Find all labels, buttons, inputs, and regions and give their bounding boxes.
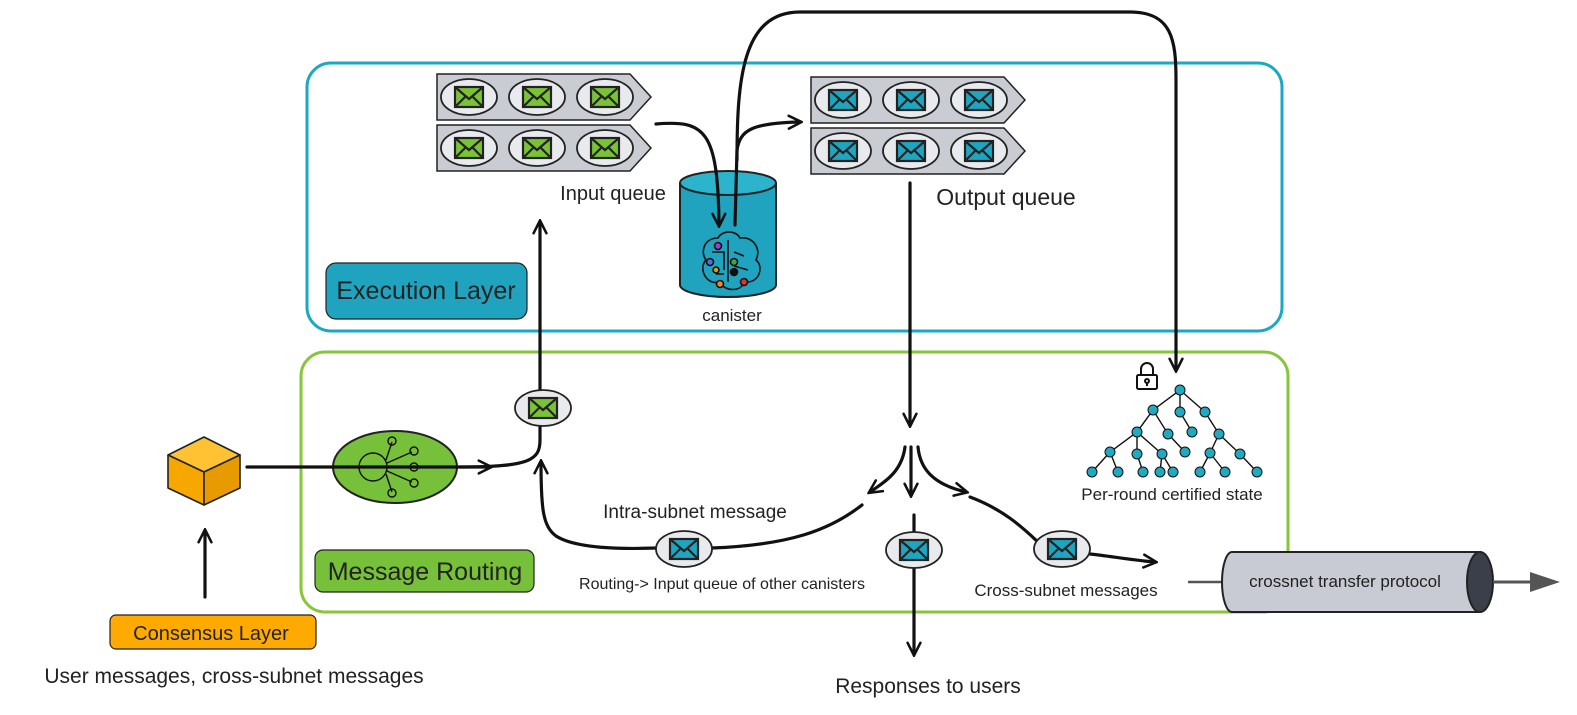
envelope-icon [1033, 530, 1091, 568]
envelope-icon [508, 78, 566, 116]
consensus-layer-pill [109, 614, 317, 650]
arrow-split-left [870, 445, 907, 492]
envelope-icon [576, 78, 634, 116]
routing-other-label: Routing-> Input queue of other canisters [579, 576, 865, 593]
output-queue-label: Output queue [936, 184, 1075, 210]
arrow-cross-subnet [968, 495, 1155, 562]
envelope-icon [950, 81, 1008, 119]
arrow-router-to-input-queue [458, 222, 540, 469]
envelope-icon [814, 132, 872, 170]
brain-icon [702, 231, 761, 291]
execution-layer-label: Execution Layer [336, 277, 515, 305]
envelope-icon [885, 531, 943, 569]
tree-icon [1086, 384, 1263, 478]
responses-label: Responses to users [835, 675, 1021, 698]
execution-layer-pill [325, 262, 528, 320]
arrow-canister-to-state [735, 10, 1176, 370]
database-icon [679, 170, 777, 298]
intra-subnet-label: Intra-subnet message [603, 502, 787, 523]
output-queue [810, 76, 1027, 175]
envelope-icon [576, 129, 634, 167]
canister-label: canister [702, 306, 762, 325]
message-routing-label: Message Routing [328, 558, 523, 586]
message-routing-box [299, 350, 1290, 614]
envelope-icon [440, 78, 498, 116]
envelope-icon [508, 129, 566, 167]
cross-subnet-label: Cross-subnet messages [974, 581, 1157, 600]
input-queue-label: Input queue [560, 183, 666, 205]
message-routing-pill [314, 549, 535, 593]
cube-icon [167, 436, 241, 506]
crossnet-protocol-label: crossnet transfer protocol [1249, 572, 1441, 591]
arrow-intra-subnet [541, 462, 864, 551]
envelope-icon [882, 81, 940, 119]
pipe-icon [1188, 551, 1560, 613]
arrow-input-to-canister [654, 121, 719, 225]
user-messages-label: User messages, cross-subnet messages [44, 665, 423, 688]
envelope-icon [514, 389, 572, 427]
envelope-icon [882, 132, 940, 170]
per-round-state-label: Per-round certified state [1081, 485, 1262, 504]
input-queue [436, 73, 653, 172]
envelope-icon [440, 129, 498, 167]
envelope-icon [814, 81, 872, 119]
lock-icon [1136, 362, 1158, 390]
envelope-icon [655, 530, 713, 568]
consensus-layer-label: Consensus Layer [133, 623, 289, 645]
execution-layer-box [305, 61, 1284, 333]
arrow-split-right [916, 445, 966, 492]
envelope-icon [950, 132, 1008, 170]
